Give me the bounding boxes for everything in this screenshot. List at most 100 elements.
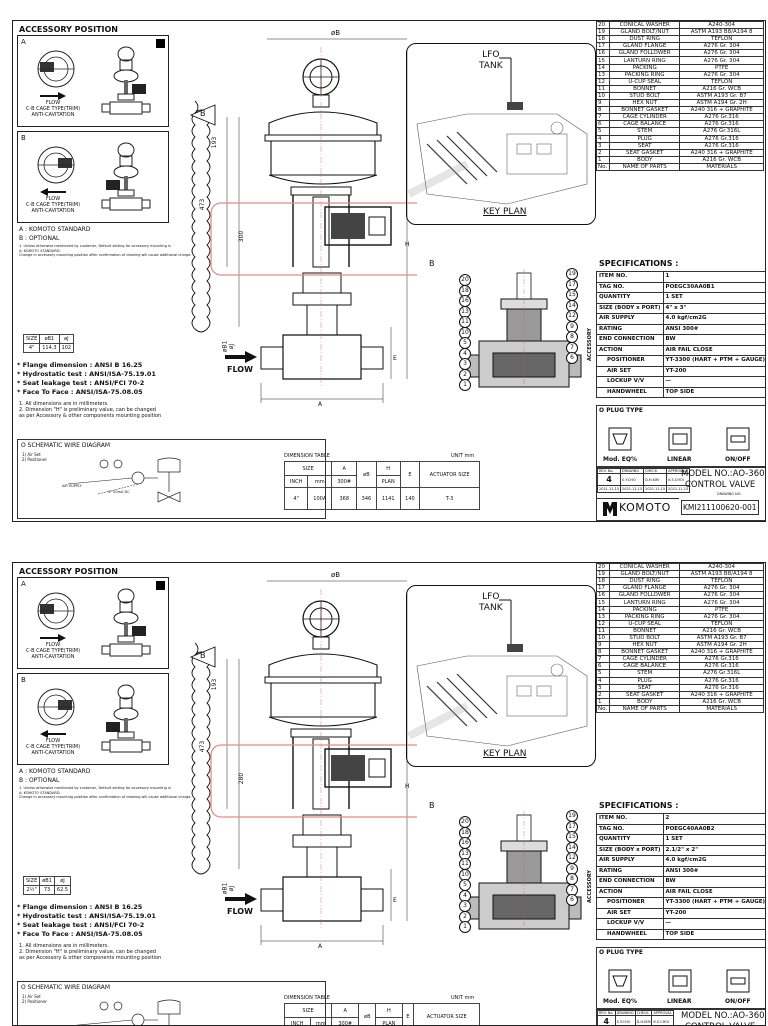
model-number: MODEL NO.:AO-3607 <box>681 469 766 479</box>
dimension-table-title: DIMENSION TABLE <box>284 453 330 459</box>
part-balloon: 14 <box>566 841 578 854</box>
plug-type-panel: O PLUG TYPE Mod. EQ% LINEAR ON/OFF <box>596 405 765 467</box>
dim-b: øB <box>331 29 341 37</box>
dim-overall: 473 <box>199 740 207 753</box>
spec-title: SPECIFICATIONS : <box>599 259 679 268</box>
signal-label: 4~20mA DC <box>108 490 130 494</box>
plug-linear: LINEAR <box>667 456 692 463</box>
legend-optional: B : OPTIONAL <box>19 777 60 784</box>
schematic-title: O SCHEMATIC WIRE DIAGRAM <box>21 442 111 449</box>
spec-title: SPECIFICATIONS : <box>599 801 679 810</box>
accessory-option-b: B FLOW C-B CAGE TYPE(TRIM) ANTI-CAVITATI… <box>17 673 169 765</box>
valve-side-view-b <box>101 142 151 211</box>
dim-b: øB <box>331 571 341 579</box>
flow-left-arrow-icon <box>40 188 66 196</box>
drawing-no-label: DRAWING NO. <box>717 492 742 496</box>
selected-marker <box>156 581 165 590</box>
plug-on-off: ON/OFF <box>725 998 751 1005</box>
legend-standard: A : KOMOTO STANDARD <box>19 226 91 233</box>
komoto-logo-icon <box>603 502 617 516</box>
dimension-unit: UNIT mm <box>451 995 475 1001</box>
schematic-wire-diagram: O SCHEMATIC WIRE DIAGRAM 1) Air Set 2) P… <box>17 981 326 1025</box>
selected-marker <box>156 39 165 48</box>
flow-right-arrow-icon <box>40 92 66 100</box>
part-balloon: 10 <box>459 326 471 339</box>
plug-type-icons <box>608 969 750 993</box>
dim-a: A <box>318 401 323 408</box>
product-name: CONTROL VALVE <box>685 1022 755 1025</box>
callout-b-top: B <box>200 109 206 118</box>
option-b-caption: FLOW C-B CAGE TYPE(TRIM) ANTI-CAVITATION <box>25 196 81 214</box>
schematic-title: O SCHEMATIC WIRE DIAGRAM <box>21 984 111 991</box>
schematic-drawing <box>67 457 181 503</box>
spec-row: LOCKUP V/V— <box>596 376 765 388</box>
legend-optional: B : OPTIONAL <box>19 235 60 242</box>
option-b-label: B <box>21 676 26 684</box>
option-a-label: A <box>21 580 26 588</box>
dim-j: øJ <box>228 343 236 350</box>
dim-e: E <box>393 897 397 904</box>
part-balloon: 19 <box>566 810 578 822</box>
key-plan: LFO TANK KEY PLAN <box>406 585 596 767</box>
flow-right-arrow-icon <box>40 634 66 642</box>
part-balloon: 8 <box>566 331 578 343</box>
legend-notes: 1. Unless otherwise mentioned by custome… <box>19 244 192 257</box>
control-valve-drawing <box>189 580 417 945</box>
option-a-caption: FLOW C-B CAGE TYPE(TRIM) ANTI-CAVITATION <box>25 100 81 118</box>
dim-overall: 473 <box>199 198 207 211</box>
accessory-side-label: ACCESSORY <box>587 327 593 361</box>
spec-row: SIZE (BODY x PORT)2.1/2" x 2" <box>596 844 765 856</box>
legend-notes: 1. Unless otherwise mentioned by custome… <box>19 786 192 799</box>
plug-type-title: O PLUG TYPE <box>599 407 644 414</box>
accessory-position-title: ACCESSORY POSITION <box>19 25 118 34</box>
schematic-items: 1) Air Set 2) Positioner <box>22 452 48 462</box>
accessory-option-a: A FLOW C-B CAGE TYPE(TRIM) ANTI-CAVITATI… <box>17 35 169 127</box>
key-plan: LFO TANK KEY PLAN <box>406 43 596 225</box>
part-balloon: 17 <box>566 820 578 833</box>
test-standards: * Flange dimension : ANSI B 16.25 * Hydr… <box>17 361 156 396</box>
part-balloon: 20 <box>459 274 471 286</box>
actuator-top-view-b <box>37 146 75 184</box>
accessory-position-title: ACCESSORY POSITION <box>19 567 118 576</box>
spec-row: TAG NO.POEGC30AA0B1 <box>596 281 765 293</box>
schematic-items: 1) Air Set 2) Positioner <box>22 994 48 1004</box>
key-plan-label: KEY PLAN <box>483 207 527 217</box>
plug-on-off: ON/OFF <box>725 456 751 463</box>
lfo-tank-label: LFO TANK <box>479 592 503 613</box>
option-a-caption: FLOW C-B CAGE TYPE(TRIM) ANTI-CAVITATION <box>25 642 81 660</box>
dimension-notes: 1. All dimensions are in millimeters. 2.… <box>19 943 162 961</box>
part-balloon: 11 <box>459 858 471 870</box>
